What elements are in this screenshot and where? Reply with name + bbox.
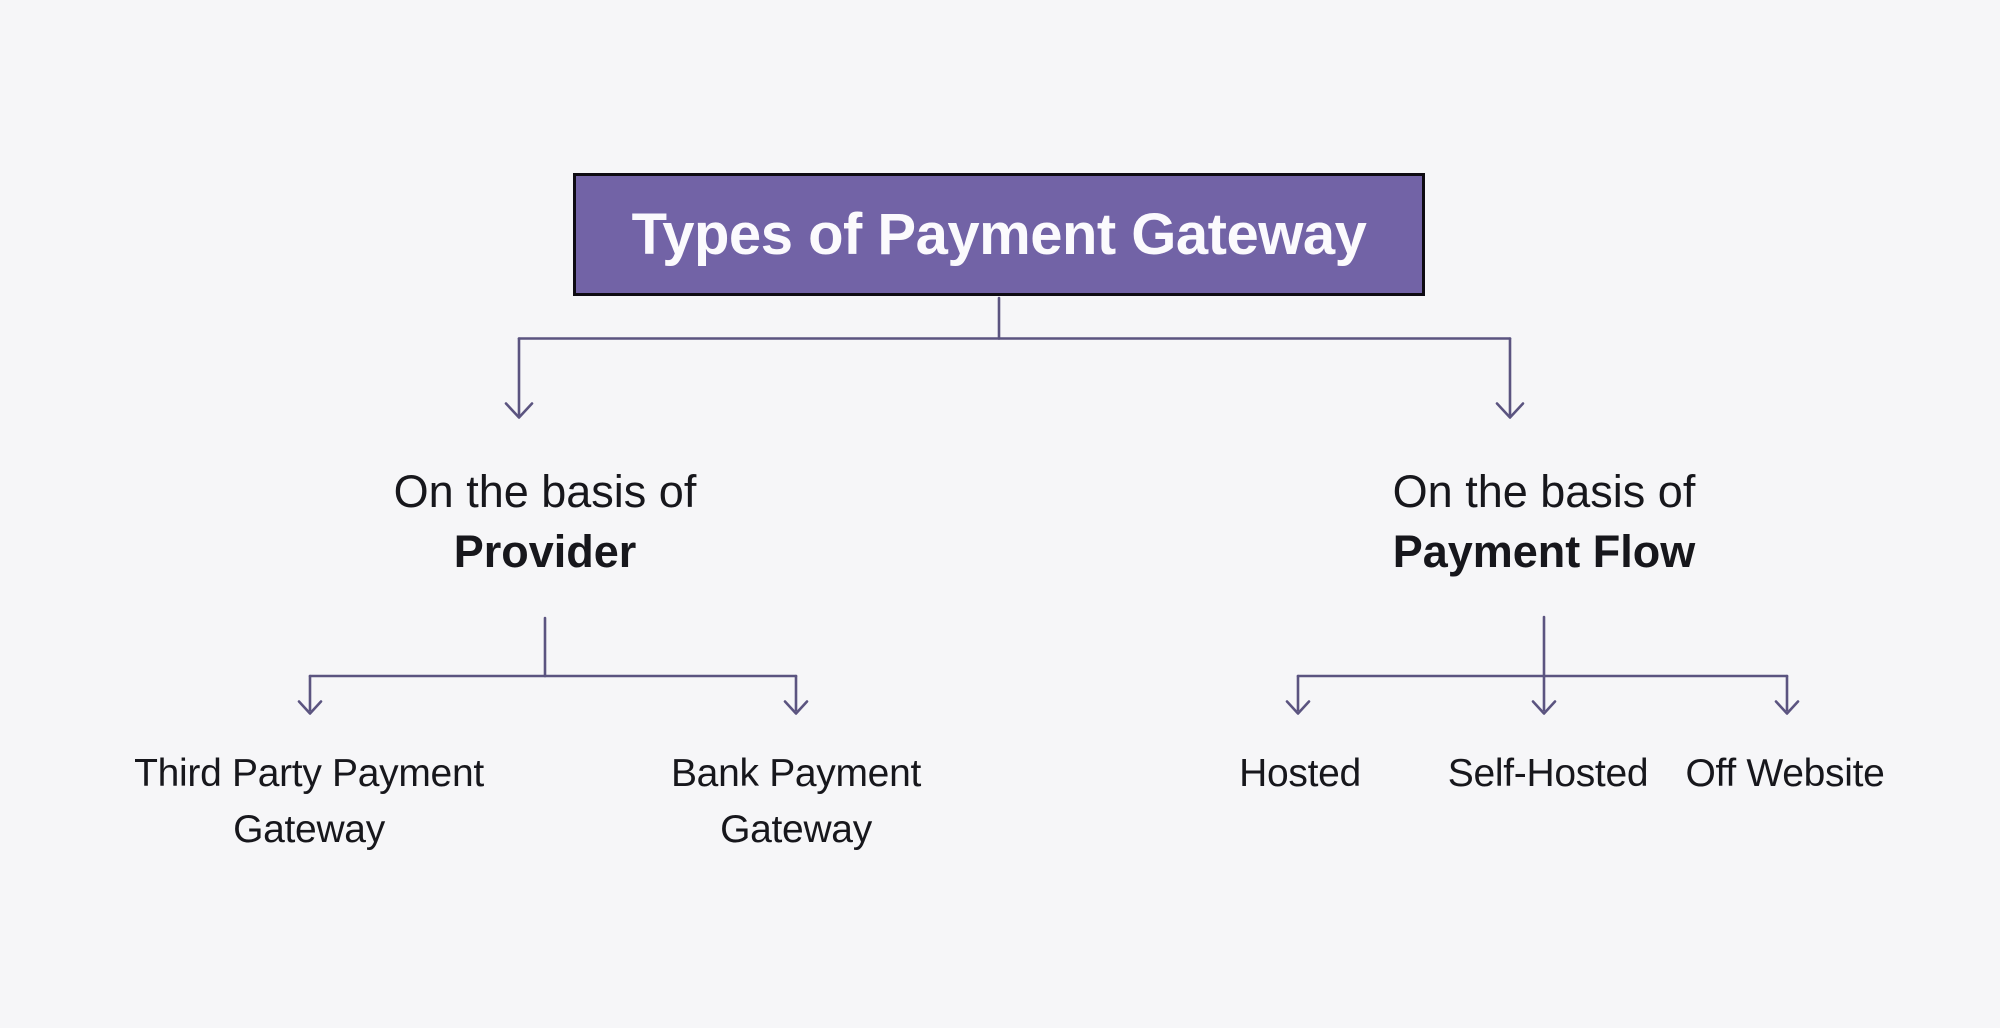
provider-connector	[297, 616, 809, 715]
leaf-node-self-hosted: Self-Hosted	[1447, 752, 1649, 795]
root-connector	[504, 296, 1525, 419]
arrow-down-icon	[783, 700, 809, 715]
leaf-node-third-party-payment-gateway: Third Party Payment Gateway	[134, 752, 484, 851]
arrow-down-icon	[504, 402, 534, 419]
branch-label-prefix: On the basis of	[1392, 466, 1696, 517]
arrow-down-icon	[1531, 700, 1557, 715]
branch-node-provider: On the basis of Provider	[285, 462, 805, 582]
branch-label-prefix: On the basis of	[393, 466, 697, 517]
leaf-node-bank-payment-gateway: Bank Payment Gateway	[670, 752, 922, 851]
payment-flow-connector	[1285, 615, 1800, 715]
arrow-down-icon	[1774, 700, 1800, 715]
arrow-down-icon	[297, 700, 323, 715]
arrow-down-icon	[1495, 402, 1525, 419]
branch-node-payment-flow: On the basis of Payment Flow	[1284, 462, 1804, 582]
branch-label-name: Provider	[453, 526, 637, 577]
arrow-down-icon	[1285, 700, 1311, 715]
leaf-node-hosted: Hosted	[1239, 752, 1361, 795]
branch-label-name: Payment Flow	[1392, 526, 1696, 577]
root-node-types-of-payment-gateway: Types of Payment Gateway	[573, 173, 1425, 296]
diagram-title: Types of Payment Gateway	[631, 202, 1367, 267]
leaf-node-off-website: Off Website	[1685, 752, 1885, 795]
